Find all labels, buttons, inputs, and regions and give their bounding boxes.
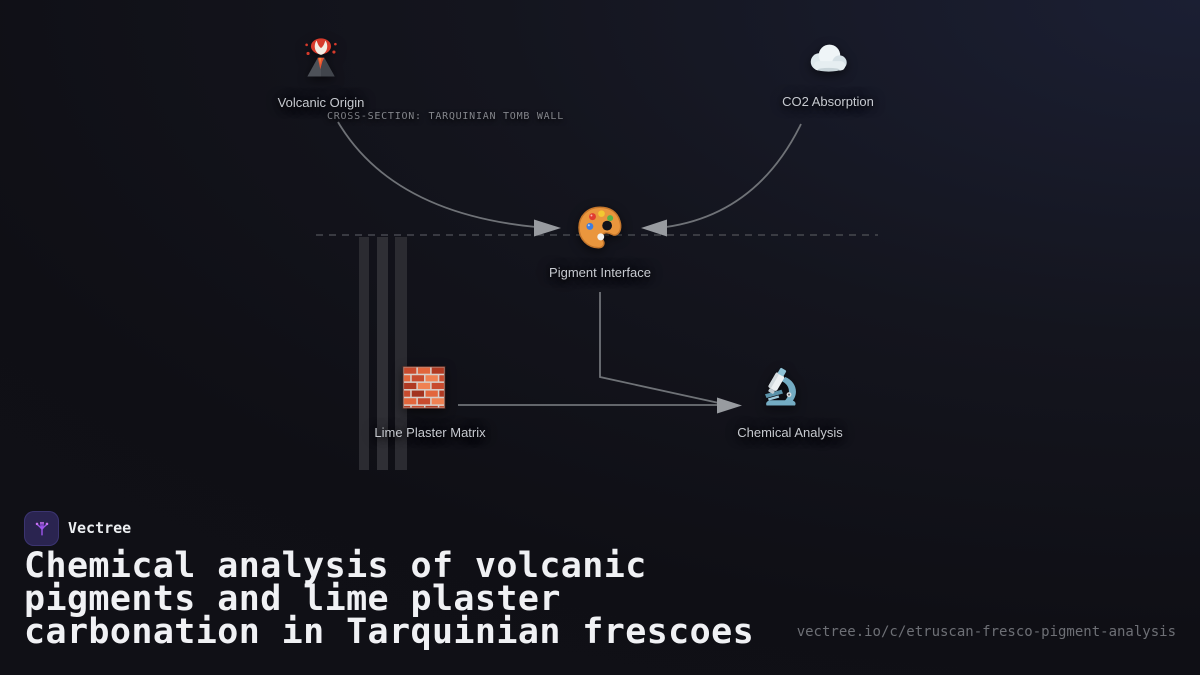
brand-name: Vectree [68,519,132,537]
node-label: Chemical Analysis [737,425,843,440]
wall-bar [377,237,388,470]
title-line-1: Chemical analysis of volcanic [24,546,647,586]
volcano-icon [298,36,344,87]
edge-cloud-to-palette [665,123,802,228]
bricks-icon [401,365,447,416]
share-url: vectree.io/c/etruscan-fresco-pigment-ana… [796,624,1176,640]
edge-palette-to-microscope [599,292,720,404]
cross-section-caption: CROSS-SECTION: TARQUINIAN TOMB WALL [327,111,564,122]
arrowhead-right-icon [534,219,561,237]
node-label: CO2 Absorption [782,94,874,109]
title-line-3: carbonation in Tarquinian frescoes [24,612,755,652]
title-line-2: pigments and lime plaster [24,579,561,619]
arrowhead-left-icon [641,219,667,237]
page-title: Chemical analysis of volcanic pigments a… [24,546,755,652]
wall-bar [359,237,369,470]
wall-bar [395,237,407,470]
node-label: Lime Plaster Matrix [374,425,486,440]
brand-logo [24,511,59,546]
arrowhead-right-icon [717,397,742,414]
vectree-logo-icon [35,521,48,536]
cloud-icon [805,40,851,81]
microscope-icon [756,364,804,417]
palette-icon [576,204,624,257]
node-label: Volcanic Origin [277,95,365,110]
edge-volcano-to-palette [337,121,537,228]
node-label: Pigment Interface [549,265,651,280]
